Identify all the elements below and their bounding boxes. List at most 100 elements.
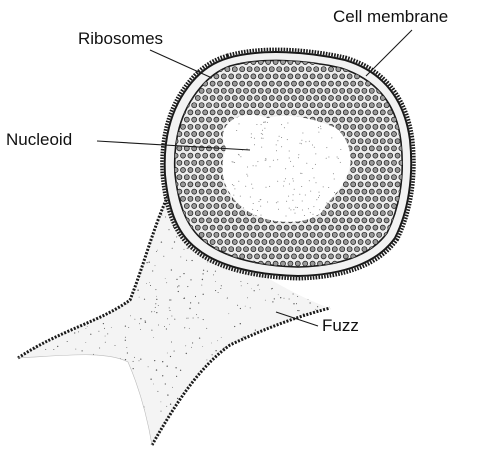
stipple-dot bbox=[131, 293, 132, 294]
stipple-dot bbox=[119, 427, 120, 428]
stipple-dot bbox=[130, 162, 131, 163]
stipple-dot bbox=[43, 252, 44, 253]
ribosome bbox=[210, 211, 215, 216]
ribosome bbox=[284, 225, 289, 230]
stipple-dot bbox=[16, 174, 17, 175]
ribosome bbox=[277, 110, 282, 115]
stipple-dot bbox=[95, 383, 96, 384]
stipple-dot bbox=[94, 441, 95, 442]
ribosome bbox=[336, 110, 341, 115]
stipple-dot bbox=[220, 288, 221, 289]
dna-dot bbox=[243, 207, 244, 208]
ribosome bbox=[399, 247, 404, 252]
ribosome bbox=[325, 74, 330, 79]
ribosome bbox=[380, 153, 385, 158]
stipple-dot bbox=[86, 445, 87, 446]
ribosome bbox=[355, 146, 360, 151]
stipple-dot bbox=[178, 291, 179, 292]
stipple-dot bbox=[124, 200, 125, 201]
stipple-dot bbox=[299, 332, 300, 333]
dna-dot bbox=[257, 210, 258, 211]
ribosome bbox=[329, 96, 334, 101]
dna-dot bbox=[256, 165, 257, 166]
stipple-dot bbox=[154, 189, 155, 190]
ribosome bbox=[366, 240, 371, 245]
cell-membrane-leader bbox=[366, 30, 412, 76]
ribosome bbox=[251, 103, 256, 108]
dna-dot bbox=[309, 180, 310, 181]
stipple-dot bbox=[82, 392, 83, 393]
stipple-dot bbox=[188, 318, 189, 319]
stipple-dot bbox=[330, 434, 331, 435]
ribosome bbox=[388, 254, 393, 259]
stipple-dot bbox=[284, 298, 285, 299]
ribosome bbox=[347, 88, 352, 93]
ribosome bbox=[347, 232, 352, 237]
stipple-dot bbox=[177, 413, 178, 414]
dna-dot bbox=[298, 154, 299, 155]
ribosome bbox=[199, 132, 204, 137]
stipple-dot bbox=[22, 174, 23, 175]
dna-dot bbox=[302, 133, 303, 134]
stipple-dot bbox=[160, 206, 161, 207]
stipple-dot bbox=[57, 365, 58, 366]
stipple-dot bbox=[92, 154, 93, 155]
dna-dot bbox=[252, 188, 253, 189]
stipple-dot bbox=[314, 301, 315, 302]
stipple-dot bbox=[146, 262, 147, 263]
stipple-dot bbox=[169, 324, 170, 325]
stipple-dot bbox=[155, 289, 156, 290]
dna-dot bbox=[260, 206, 261, 207]
dna-dot bbox=[250, 197, 251, 198]
ribosome bbox=[403, 67, 408, 72]
stipple-dot bbox=[17, 315, 18, 316]
stipple-dot bbox=[256, 447, 257, 448]
dna-dot bbox=[254, 138, 255, 139]
ribosome bbox=[340, 103, 345, 108]
stipple-dot bbox=[166, 406, 167, 407]
stipple-dot bbox=[125, 340, 126, 341]
dna-dot bbox=[276, 150, 277, 151]
stipple-dot bbox=[139, 220, 140, 221]
stipple-dot bbox=[51, 247, 52, 248]
stipple-dot bbox=[172, 387, 173, 388]
stipple-dot bbox=[44, 295, 45, 296]
stipple-dot bbox=[80, 288, 81, 289]
stipple-dot bbox=[139, 152, 140, 153]
ribosome bbox=[273, 261, 278, 266]
stipple-dot bbox=[43, 326, 44, 327]
stipple-dot bbox=[122, 159, 123, 160]
ribosome bbox=[299, 225, 304, 230]
stipple-dot bbox=[134, 357, 135, 358]
stipple-dot bbox=[333, 403, 334, 404]
stipple-dot bbox=[63, 235, 64, 236]
stipple-dot bbox=[240, 308, 241, 309]
stipple-dot bbox=[152, 165, 153, 166]
stipple-dot bbox=[93, 249, 94, 250]
ribosome bbox=[318, 232, 323, 237]
ribosome bbox=[184, 204, 189, 209]
ribosome bbox=[195, 96, 200, 101]
stipple-dot bbox=[91, 292, 92, 293]
ribosome bbox=[170, 88, 175, 93]
stipple-dot bbox=[176, 376, 177, 377]
ribosome bbox=[199, 88, 204, 93]
ribosome bbox=[284, 110, 289, 115]
ribosome bbox=[232, 240, 237, 245]
stipple-dot bbox=[184, 249, 185, 250]
stipple-dot bbox=[174, 420, 175, 421]
ribosome bbox=[366, 225, 371, 230]
dna-dot bbox=[261, 133, 262, 134]
stipple-dot bbox=[248, 363, 249, 364]
stipple-dot bbox=[127, 366, 128, 367]
stipple-dot bbox=[103, 294, 104, 295]
stipple-dot bbox=[21, 225, 22, 226]
stipple-dot bbox=[81, 361, 82, 362]
stipple-dot bbox=[130, 443, 131, 444]
stipple-dot bbox=[35, 448, 36, 449]
ribosome bbox=[343, 124, 348, 129]
ribosome bbox=[332, 103, 337, 108]
stipple-dot bbox=[266, 423, 267, 424]
ribosome bbox=[343, 240, 348, 245]
ribosome bbox=[225, 211, 230, 216]
